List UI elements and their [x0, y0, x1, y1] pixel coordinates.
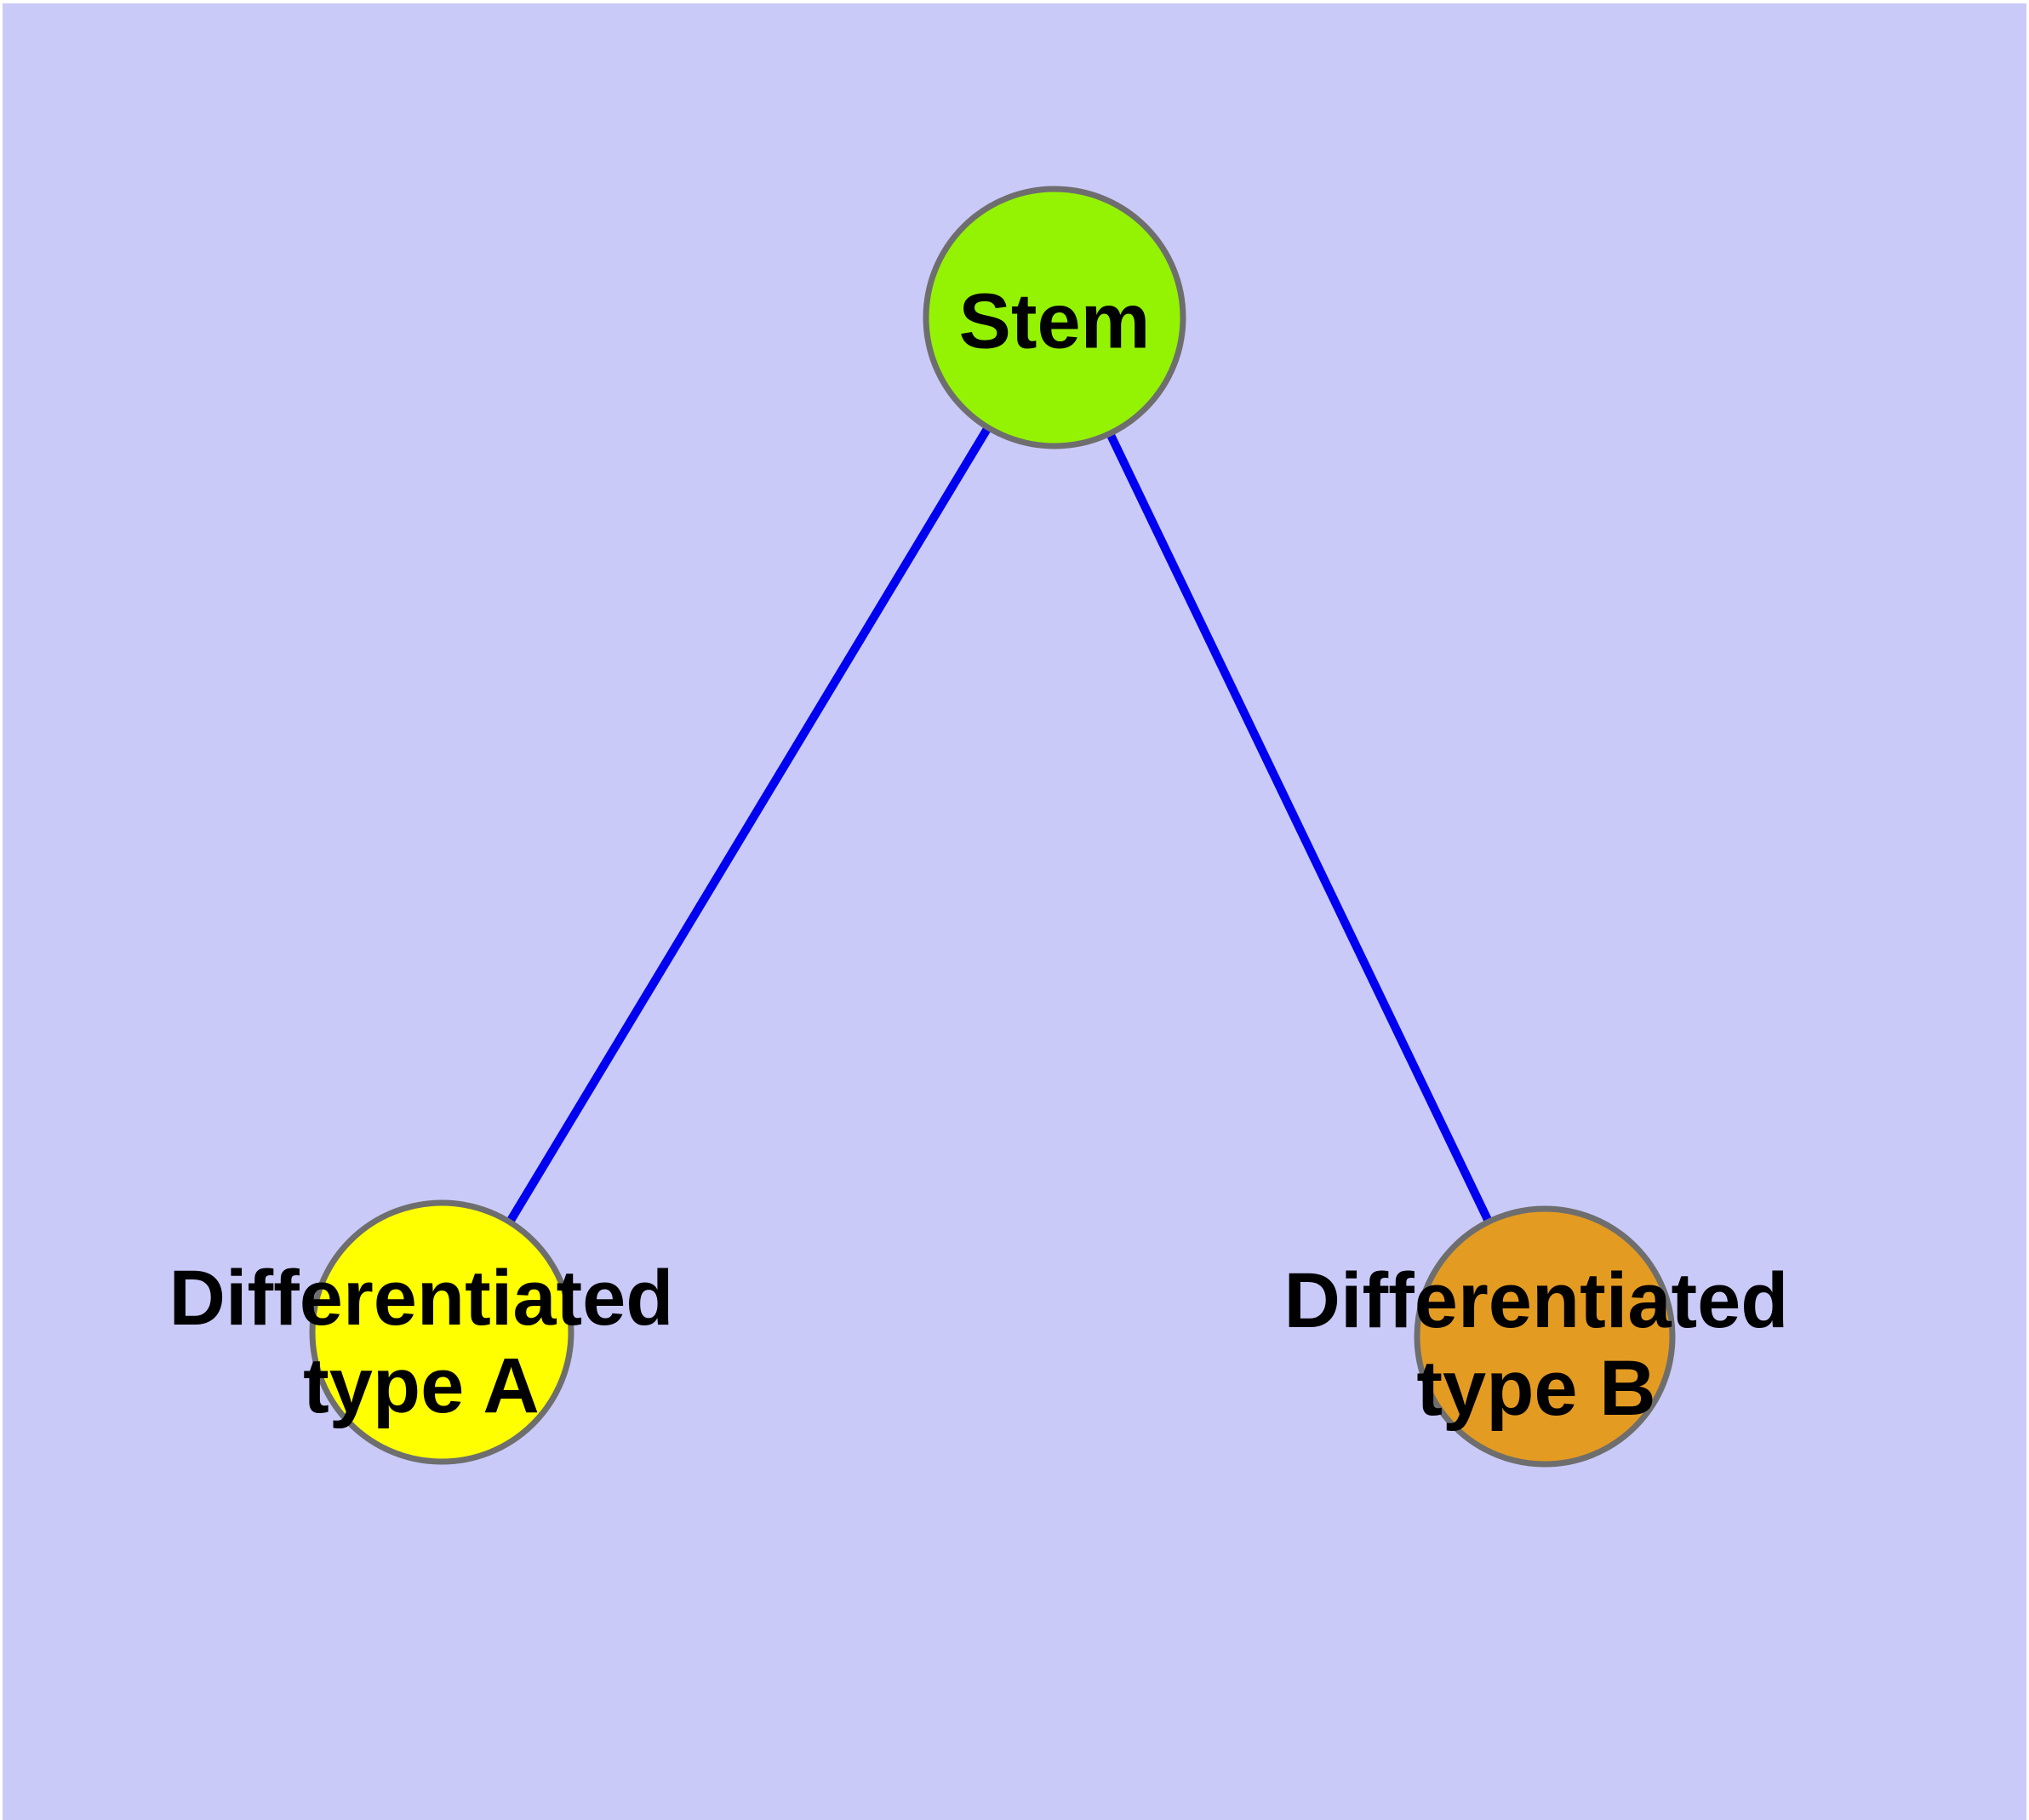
node-stem-circle [923, 186, 1186, 449]
node-stem-label: Stem [958, 278, 1151, 365]
node-type-b-circle [1414, 1205, 1676, 1468]
node-type-a-circle [309, 1199, 574, 1465]
edge-stem-to-type-a [505, 425, 992, 1226]
node-type-b-label: Differentiated type B [1283, 1256, 1789, 1432]
node-type-a-label: Differentiated type A [169, 1254, 674, 1429]
edge-stem-to-type-b [1106, 431, 1494, 1226]
